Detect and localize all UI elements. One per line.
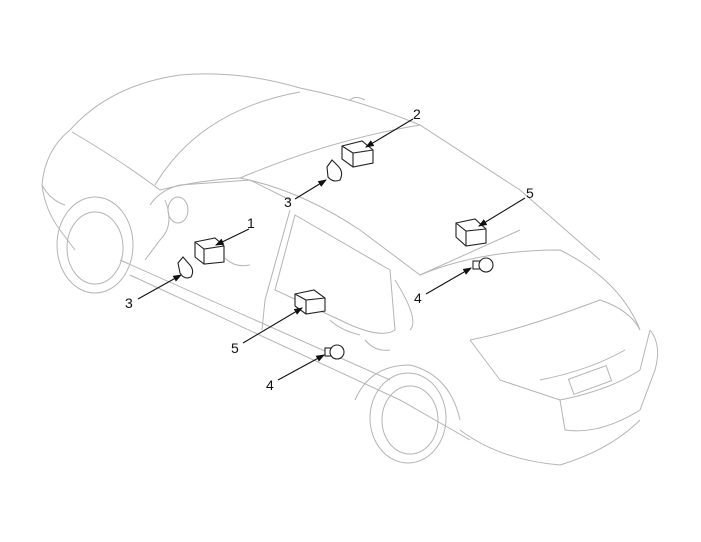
- callout-label-3-lower: 3: [125, 295, 133, 311]
- callout-label-3-upper: 3: [284, 194, 292, 210]
- component-4-bulb-rear: [472, 257, 494, 273]
- component-3-sensor-lower: [177, 256, 194, 279]
- component-5-module-rear: [455, 218, 487, 247]
- leader-line-5-side: [242, 307, 303, 344]
- callout-label-5-side: 5: [231, 340, 239, 356]
- callout-label-4-rear: 4: [414, 290, 422, 306]
- leader-line-4-rear: [425, 267, 472, 295]
- leader-line-5-rear: [478, 197, 526, 227]
- leader-line-3-lower: [137, 274, 182, 300]
- callout-label-4-side: 4: [266, 377, 274, 393]
- component-4-bulb-side: [324, 344, 345, 360]
- component-3-sensor-upper: [326, 159, 343, 182]
- component-1-module: [194, 237, 225, 265]
- car-body-outline: [41, 73, 659, 466]
- callout-label-5-rear: 5: [526, 185, 534, 201]
- component-2-module: [341, 140, 374, 168]
- callout-label-1: 1: [247, 215, 255, 231]
- component-5-module-side: [294, 289, 326, 315]
- callout-label-2: 2: [413, 106, 421, 122]
- leader-line-4-side: [277, 354, 325, 381]
- leader-line-3-upper: [294, 179, 327, 200]
- leader-line-2: [365, 118, 414, 148]
- leader-line-1: [215, 228, 250, 246]
